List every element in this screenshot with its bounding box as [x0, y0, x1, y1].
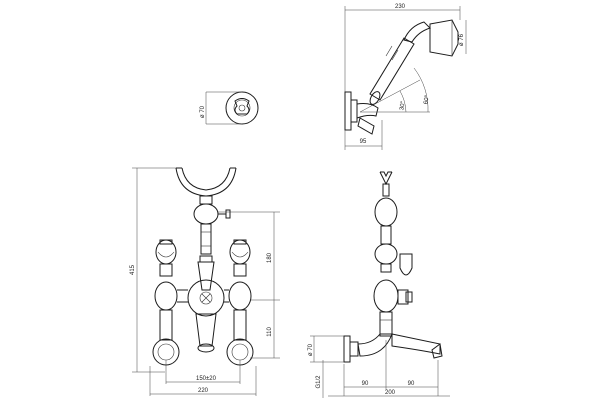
- side-90-right-label: 90: [408, 381, 415, 387]
- bottom-offset-label: 95: [360, 139, 367, 145]
- side-view: ø 70 G1/2 90 90 200: [308, 171, 450, 398]
- side-rosette-diameter-label: ø 70: [308, 343, 314, 356]
- rosette-detail: ø 70: [200, 91, 259, 125]
- angle-30-label: 30°: [399, 100, 407, 111]
- spacing-label: 150±20: [196, 376, 217, 382]
- rosette-diameter-label: ø 70: [200, 105, 206, 118]
- thread-label: G1/2: [316, 375, 322, 389]
- side-total-label: 200: [385, 390, 396, 396]
- height-lower-label: 110: [267, 327, 273, 337]
- top-width-label: 230: [395, 4, 406, 10]
- hand-shower-view: 230 ø 76 30° 60° 95: [344, 4, 467, 150]
- height-total-label: 415: [130, 264, 136, 275]
- head-diameter-label: ø 76: [459, 33, 465, 46]
- front-view: 415 180 110: [130, 167, 280, 396]
- angle-60-label: 60°: [423, 94, 431, 105]
- height-upper-label: 180: [267, 252, 273, 263]
- side-90-left-label: 90: [362, 381, 369, 387]
- front-width-label: 220: [198, 388, 209, 394]
